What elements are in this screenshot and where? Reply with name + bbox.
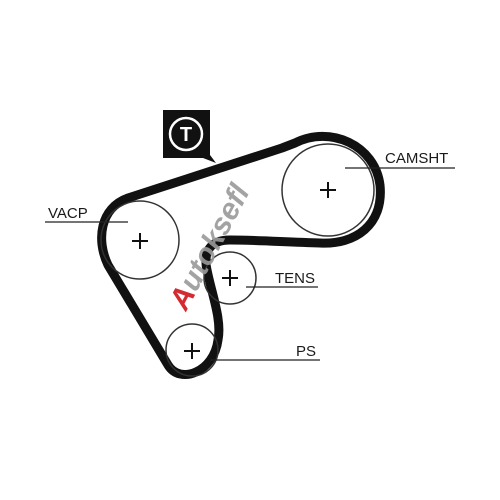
camshaft-label: CAMSHT — [385, 150, 448, 167]
power-steering-pulley — [165, 323, 219, 377]
water-pump-pulley — [100, 200, 180, 280]
power-steering-label: PS — [296, 343, 316, 360]
tensioner-pulley — [203, 251, 257, 305]
tensioner-label: TENS — [275, 270, 315, 287]
tensioner-badge-letter: T — [180, 124, 192, 146]
water-pump-label: VACP — [48, 205, 88, 222]
timing-belt — [97, 131, 385, 379]
tensioner-badge-icon: T — [163, 110, 216, 163]
camshaft-pulley — [281, 143, 375, 237]
